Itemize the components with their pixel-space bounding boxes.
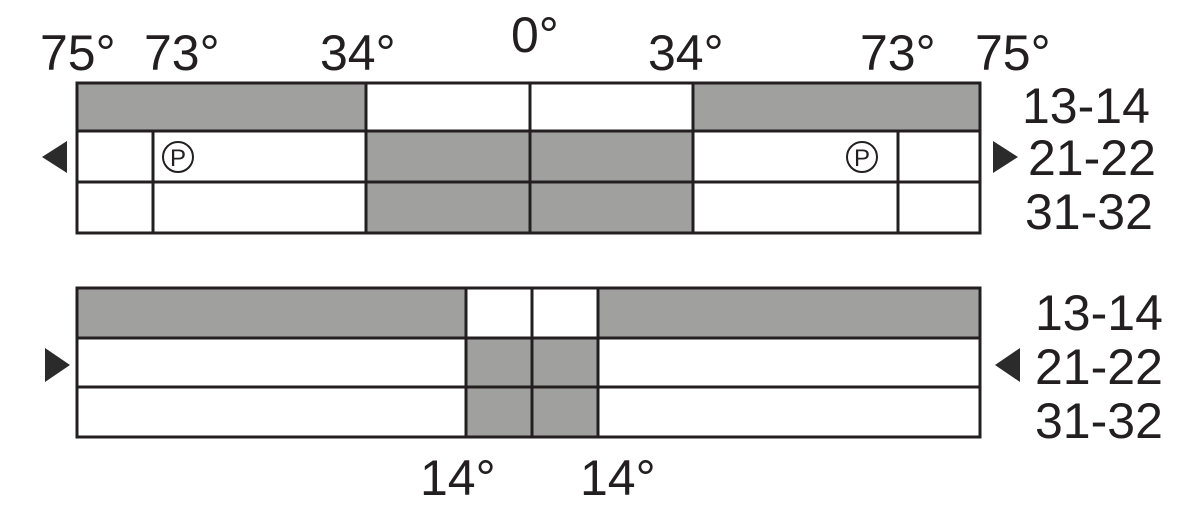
contact-open-cell: [596, 385, 982, 439]
contact-open-cell: [691, 180, 900, 235]
contact-label: 21-22: [1035, 339, 1163, 395]
svg-text:P: P: [170, 145, 186, 172]
angle-label: 14°: [420, 450, 496, 506]
contact-label: 13-14: [1035, 285, 1163, 341]
contact-closed-cell: [528, 129, 695, 184]
contact-open-cell: [75, 180, 155, 235]
contact-open-cell: [530, 286, 600, 340]
contact-closed-cell: [596, 286, 982, 340]
contact-open-cell: [75, 385, 468, 439]
contact-open-cell: [464, 286, 534, 340]
position-marker: P: [162, 141, 194, 173]
contact-open-cell: [596, 336, 982, 389]
contact-closed-cell: [528, 180, 695, 235]
top-contact-grid: [75, 81, 982, 235]
contact-open-cell: [896, 180, 982, 235]
angle-label: 73°: [144, 25, 220, 81]
angle-label: 0°: [511, 7, 559, 63]
contact-open-cell: [75, 129, 155, 184]
triangle-right-icon: [993, 141, 1018, 173]
angle-label: 75°: [40, 25, 116, 81]
contact-open-cell: [151, 180, 368, 235]
angle-label: 14°: [580, 450, 656, 506]
triangle-left-icon: [995, 348, 1020, 382]
contact-label: 13-14: [1022, 78, 1150, 134]
contact-closed-cell: [464, 385, 534, 439]
contact-closed-cell: [464, 336, 534, 389]
contact-label: 31-32: [1025, 184, 1153, 240]
contact-closed-cell: [691, 81, 982, 133]
contact-label: 31-32: [1035, 393, 1163, 449]
contact-closed-cell: [364, 180, 532, 235]
contact-label: 21-22: [1028, 130, 1156, 186]
angle-label: 34°: [320, 25, 396, 81]
contact-closed-cell: [75, 81, 368, 133]
contact-open-cell: [896, 129, 982, 184]
contact-closed-cell: [530, 336, 600, 389]
contact-closed-cell: [364, 129, 532, 184]
contact-closed-cell: [75, 286, 468, 340]
angle-label: 34°: [648, 25, 724, 81]
angle-label: 75°: [975, 25, 1051, 81]
contact-closed-cell: [530, 385, 600, 439]
triangle-right-icon: [45, 348, 70, 382]
contact-open-cell: [75, 336, 468, 389]
contact-open-cell: [528, 81, 695, 133]
svg-text:P: P: [854, 145, 870, 172]
bottom-contact-grid: [75, 286, 982, 439]
angle-label: 73°: [860, 25, 936, 81]
contact-open-cell: [364, 81, 532, 133]
position-marker: P: [846, 141, 878, 173]
triangle-left-icon: [42, 141, 67, 173]
